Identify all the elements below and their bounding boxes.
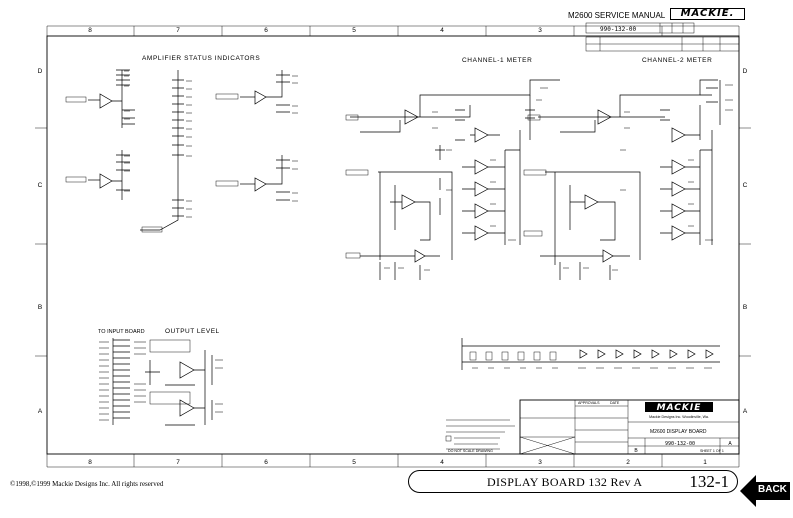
manual-title: M2600 SERVICE MANUAL — [568, 11, 666, 20]
amp-status-circuit — [65, 69, 290, 233]
channel2-heading: CHANNEL-2 METER — [642, 57, 712, 64]
date-label: DATE — [610, 401, 620, 405]
page-number: 132-1 — [689, 472, 729, 491]
document-title: DISPLAY BOARD 132 Rev A — [487, 475, 643, 489]
grid-row-label: B — [38, 304, 42, 311]
grid-col-label: 6 — [264, 27, 268, 34]
grid-row-label: A — [743, 408, 748, 415]
no-scale-note: DO NOT SCALE DRAWING — [448, 449, 493, 453]
channel1-heading: CHANNEL-1 METER — [462, 57, 532, 64]
back-arrow-icon — [740, 475, 790, 507]
amp-status-heading: AMPLIFIER STATUS INDICATORS — [142, 55, 260, 62]
copyright-text: ©1998,©1999 Mackie Designs Inc. All righ… — [10, 480, 164, 488]
to-input-heading: TO INPUT BOARD — [98, 329, 145, 335]
grid-col-label: 3 — [538, 459, 542, 466]
grid-col-label: 4 — [440, 27, 444, 34]
back-button[interactable]: BACK — [738, 473, 792, 509]
size-value: B — [634, 448, 638, 454]
grid-col-label: 8 — [88, 27, 92, 34]
output-level-heading: OUTPUT LEVEL — [165, 328, 220, 335]
dwg-number: 990-132-00 — [600, 26, 637, 33]
grid-col-label: 3 — [538, 27, 542, 34]
grid-row-label: D — [38, 68, 43, 75]
grid-col-label: 2 — [626, 459, 630, 466]
grid-col-label: 1 — [703, 459, 707, 466]
component-labels — [99, 70, 733, 421]
grid-row-label: A — [38, 408, 43, 415]
grid-col-label: 5 — [352, 27, 356, 34]
led-array — [461, 338, 720, 370]
drawing-notes — [445, 419, 515, 450]
title-dwg-no: 990-132-00 — [665, 441, 695, 447]
grid-row-label: B — [743, 304, 747, 311]
title-rev: A — [728, 441, 732, 447]
grid-row-label: C — [38, 182, 43, 189]
output-level-circuit — [112, 338, 213, 426]
revision-block: 990-132-00 — [585, 22, 740, 52]
grid-row-label: C — [743, 182, 748, 189]
back-label: BACK — [758, 484, 787, 495]
grid-col-label: 6 — [264, 459, 268, 466]
channel2-circuit — [523, 79, 721, 280]
company-name: Mackie Designs Inc. Woodinville, Wa. — [649, 415, 709, 419]
channel1-circuit — [345, 79, 560, 280]
title-block: APPROVALS DATE DO NOT SCALE DRAWING MACK… — [448, 399, 740, 455]
grid-col-label: 7 — [176, 459, 180, 466]
title-block-logo: MACKIE — [657, 403, 702, 413]
sheet-number: SHEET 1 OF 1 — [700, 449, 724, 453]
grid-col-label: 7 — [176, 27, 180, 34]
page-footer: DISPLAY BOARD 132 Rev A 132-1 — [408, 470, 738, 493]
grid-col-label: 8 — [88, 459, 92, 466]
approvals-label: APPROVALS — [578, 401, 600, 405]
board-name: M2600 DISPLAY BOARD — [650, 429, 707, 435]
grid-row-label: D — [743, 68, 748, 75]
grid-col-label: 4 — [440, 459, 444, 466]
mackie-logo: MACKIE. — [670, 8, 745, 20]
grid-col-label: 5 — [352, 459, 356, 466]
